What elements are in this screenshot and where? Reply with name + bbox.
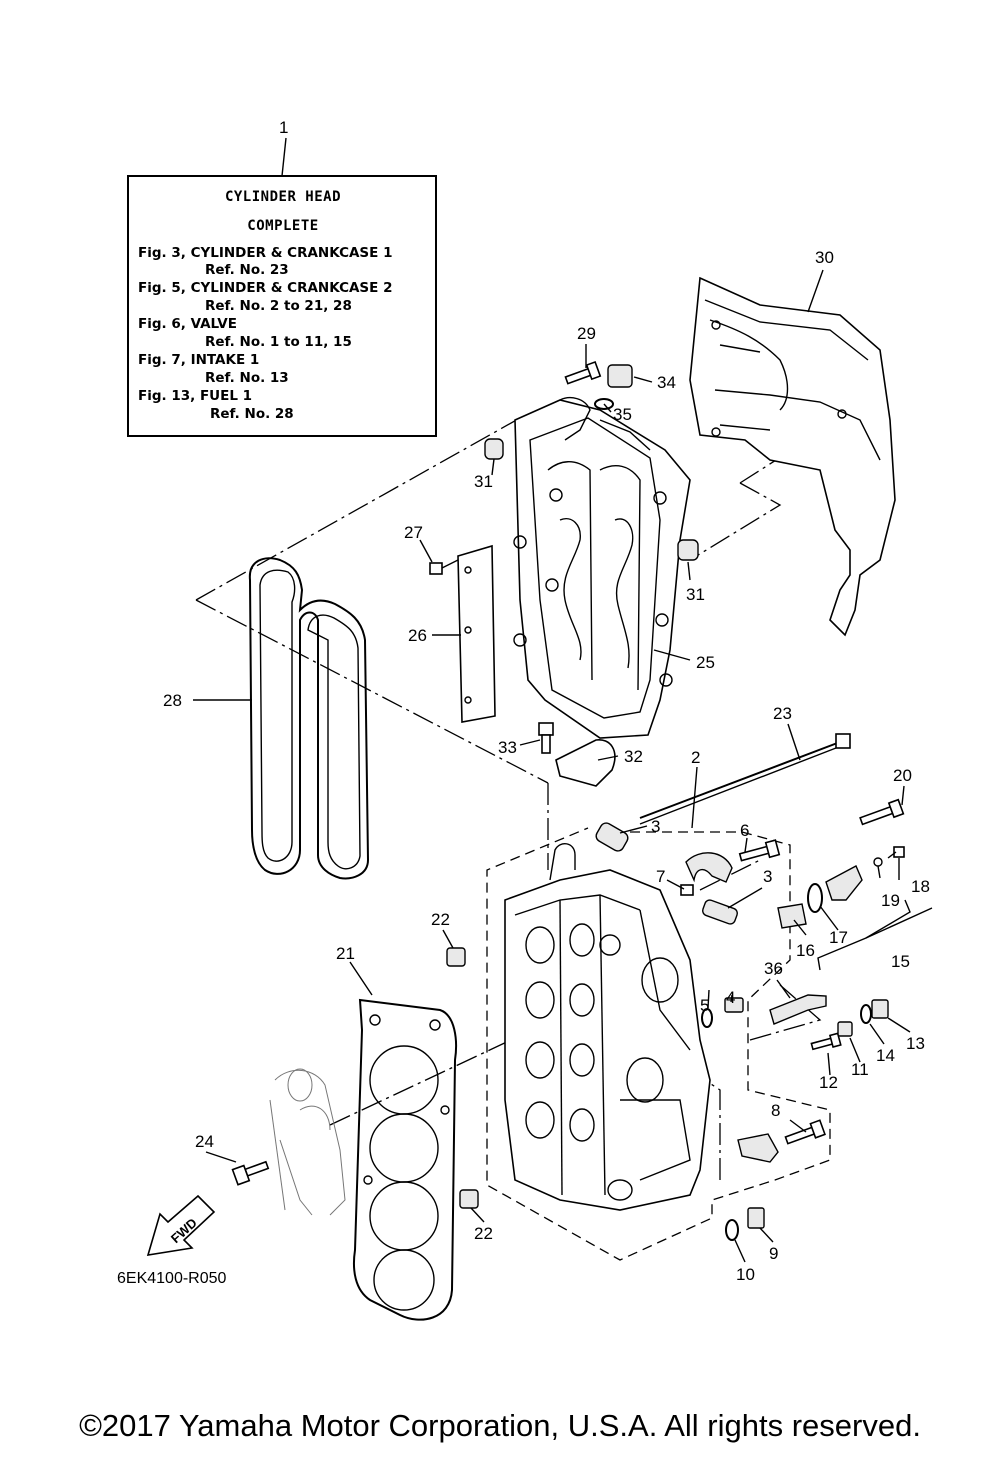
valve-cover bbox=[513, 397, 691, 739]
callout-8: 8 bbox=[771, 1101, 780, 1120]
callout-3-b: 3 bbox=[763, 867, 772, 886]
small-parts bbox=[231, 360, 905, 1241]
callout-26: 26 bbox=[408, 626, 427, 645]
callout-27: 27 bbox=[404, 523, 423, 542]
callout-12: 12 bbox=[819, 1073, 838, 1092]
callout-7: 7 bbox=[656, 867, 665, 886]
engine-block-fragment bbox=[269, 1068, 346, 1216]
callout-36: 36 bbox=[764, 959, 783, 978]
callout-31-b: 31 bbox=[686, 585, 705, 604]
callout-2: 2 bbox=[691, 748, 700, 767]
callout-19: 19 bbox=[881, 891, 900, 910]
callout-28: 28 bbox=[163, 691, 182, 710]
leader-lines bbox=[193, 269, 933, 1263]
info-box-line: Fig. 3, CYLINDER & CRANKCASE 1 bbox=[138, 245, 392, 261]
callout-labels: 29 34 35 31 31 27 26 25 28 30 33 32 23 2… bbox=[163, 248, 930, 1284]
callout-23: 23 bbox=[773, 704, 792, 723]
callout-34: 34 bbox=[657, 373, 676, 392]
info-box-title-1: CYLINDER HEAD bbox=[225, 189, 341, 205]
callout-14: 14 bbox=[876, 1046, 895, 1065]
info-box-line: Ref. No. 1 to 11, 15 bbox=[205, 334, 352, 350]
callout-5: 5 bbox=[700, 996, 709, 1015]
callout-11: 11 bbox=[851, 1060, 869, 1079]
callout-20: 20 bbox=[893, 766, 912, 785]
cover-plate bbox=[457, 544, 496, 723]
callout-22-b: 22 bbox=[474, 1224, 493, 1243]
info-box-title-2: COMPLETE bbox=[247, 218, 318, 234]
assembly-outline bbox=[486, 827, 831, 1261]
callout-1: 1 bbox=[279, 118, 288, 137]
info-box-line: Fig. 13, FUEL 1 bbox=[138, 388, 252, 404]
info-box-line: Ref. No. 2 to 21, 28 bbox=[205, 298, 352, 314]
callout-25: 25 bbox=[696, 653, 715, 672]
copyright-notice: ©2017 Yamaha Motor Corporation, U.S.A. A… bbox=[79, 1408, 921, 1443]
callout-6: 6 bbox=[740, 821, 749, 840]
exploded-parts-diagram: 1 CYLINDER HEAD COMPLETE Fig. 3, CYLINDE… bbox=[117, 118, 933, 1321]
callout-35: 35 bbox=[613, 405, 632, 424]
info-box-line: Ref. No. 23 bbox=[205, 262, 289, 278]
callout-33: 33 bbox=[498, 738, 517, 757]
cylinder-head bbox=[504, 843, 711, 1211]
valve-cover-gasket bbox=[248, 557, 370, 880]
info-box-line: Ref. No. 13 bbox=[205, 370, 289, 386]
callout-13: 13 bbox=[906, 1034, 925, 1053]
info-box-line: Ref. No. 28 bbox=[210, 406, 294, 422]
callout-16: 16 bbox=[796, 941, 815, 960]
callout-22-a: 22 bbox=[431, 910, 450, 929]
callout-9: 9 bbox=[769, 1244, 778, 1263]
callout-15: 15 bbox=[891, 952, 910, 971]
heat-shield bbox=[689, 276, 896, 637]
callout-30: 30 bbox=[815, 248, 834, 267]
callout-32: 32 bbox=[624, 747, 643, 766]
callout-31-a: 31 bbox=[474, 472, 493, 491]
info-box: 1 CYLINDER HEAD COMPLETE Fig. 3, CYLINDE… bbox=[127, 118, 437, 437]
callout-18: 18 bbox=[911, 877, 930, 896]
callout-21: 21 bbox=[336, 944, 355, 963]
cylinder-head-gasket bbox=[352, 998, 458, 1321]
info-box-line: Fig. 7, INTAKE 1 bbox=[138, 352, 259, 368]
callout-10: 10 bbox=[736, 1265, 755, 1284]
callout-29: 29 bbox=[577, 324, 596, 343]
info-box-line: Fig. 5, CYLINDER & CRANKCASE 2 bbox=[138, 280, 392, 296]
fwd-arrow: FWD bbox=[146, 1194, 216, 1256]
callout-17: 17 bbox=[829, 928, 848, 947]
drawing-code: 6EK4100-R050 bbox=[117, 1270, 227, 1287]
info-box-line: Fig. 6, VALVE bbox=[138, 316, 237, 332]
callout-24: 24 bbox=[195, 1132, 214, 1151]
callout-3-a: 3 bbox=[651, 817, 660, 836]
callout-4: 4 bbox=[726, 988, 735, 1007]
